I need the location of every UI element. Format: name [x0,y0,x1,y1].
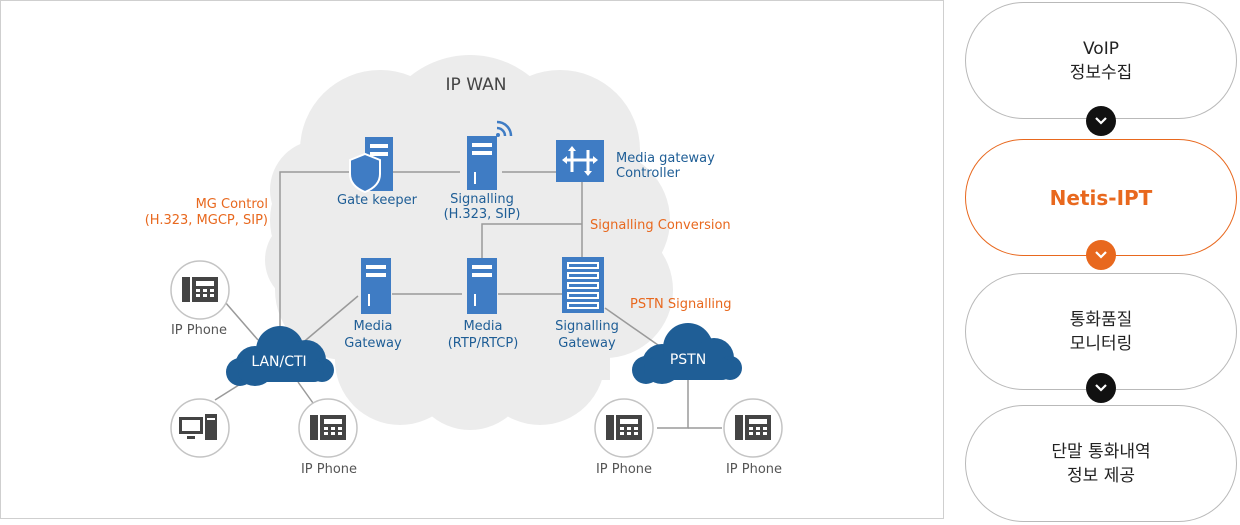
pstn-signalling-label: PSTN Signalling [630,297,732,312]
flow-step-line1: 단말 통화내역 [1051,441,1151,462]
signalling-label-line1: Signalling [450,192,514,207]
sig-gateway-label-line1: Signalling [555,319,619,334]
pstn-label: PSTN [670,352,706,368]
media-gateway-controller-icon [556,140,604,182]
flow-step-line2: 정보 제공 [1067,465,1135,486]
media-rtp-label-line1: Media [463,319,502,334]
ip-phone-icon [170,260,230,320]
mg-control-label-line2: (H.323, MGCP, SIP) [145,213,268,228]
mg-control-label-line1: MG Control [196,197,268,212]
media-gateway-server-icon [361,258,391,314]
media-gateway-label-line2: Gateway [344,336,402,351]
signalling-label-line2: (H.323, SIP) [444,207,521,222]
flow-step-line1: Netis-IPT [1049,185,1153,210]
media-rtp-label-line2: (RTP/RTCP) [448,336,519,351]
flow-step-voip-collection: VoIP 정보수집 [965,2,1237,119]
sig-gateway-label-line2: Gateway [558,336,616,351]
media-rtp-server-icon [467,258,497,314]
ip-phone-icon [594,398,654,458]
signalling-gateway-rack-icon [562,257,604,313]
pstn-phone3-link [657,378,689,429]
connection-lines [214,171,722,429]
chevron-down-icon [1086,240,1116,270]
ip-phone-icon [723,398,783,458]
lan-phone1-link [224,301,259,341]
ip-wan-cloud [265,55,673,430]
desktop-computer-icon [170,398,230,458]
flow-step-netis-ipt: Netis-IPT [965,139,1237,256]
ip-phone-icon [298,398,358,458]
flow-step-line2: 모니터링 [1069,333,1133,354]
gatekeeper-server-icon [349,137,393,194]
lan-cti-cloud [226,326,334,386]
pstn-cloud [632,323,742,384]
chevron-down-icon [1086,373,1116,403]
lan-cti-label: LAN/CTI [251,354,306,370]
chevron-down-icon [1086,106,1116,136]
media-gateway-label-line1: Media [353,319,392,334]
lan-media-gw-link [299,295,359,346]
network-diagram: IP WAN Gate keeper Signalling (H.323, S [145,55,783,477]
flow-step-line1: VoIP [1083,38,1119,59]
mg-control-link [279,171,350,345]
flow-step-line2: 정보수집 [1069,62,1133,83]
ip-phone-label-2: IP Phone [301,462,357,477]
ip-phone-label-4: IP Phone [726,462,782,477]
ip-phone-label-1: IP Phone [171,323,227,338]
gatekeeper-label: Gate keeper [337,193,418,208]
flow-step-call-history: 단말 통화내역 정보 제공 [965,405,1237,522]
mgc-label-line2: Controller [616,166,681,181]
flow-step-line1: 통화품질 [1069,309,1133,330]
mgc-media-link [481,223,582,258]
ip-phone-label-3: IP Phone [596,462,652,477]
ip-wan-title: IP WAN [446,75,507,95]
signalling-server-icon [467,120,513,190]
signalling-conversion-label: Signalling Conversion [590,218,731,233]
flow-step-quality-monitoring: 통화품질 모니터링 [965,273,1237,390]
mgc-label-line1: Media gateway [616,151,715,166]
